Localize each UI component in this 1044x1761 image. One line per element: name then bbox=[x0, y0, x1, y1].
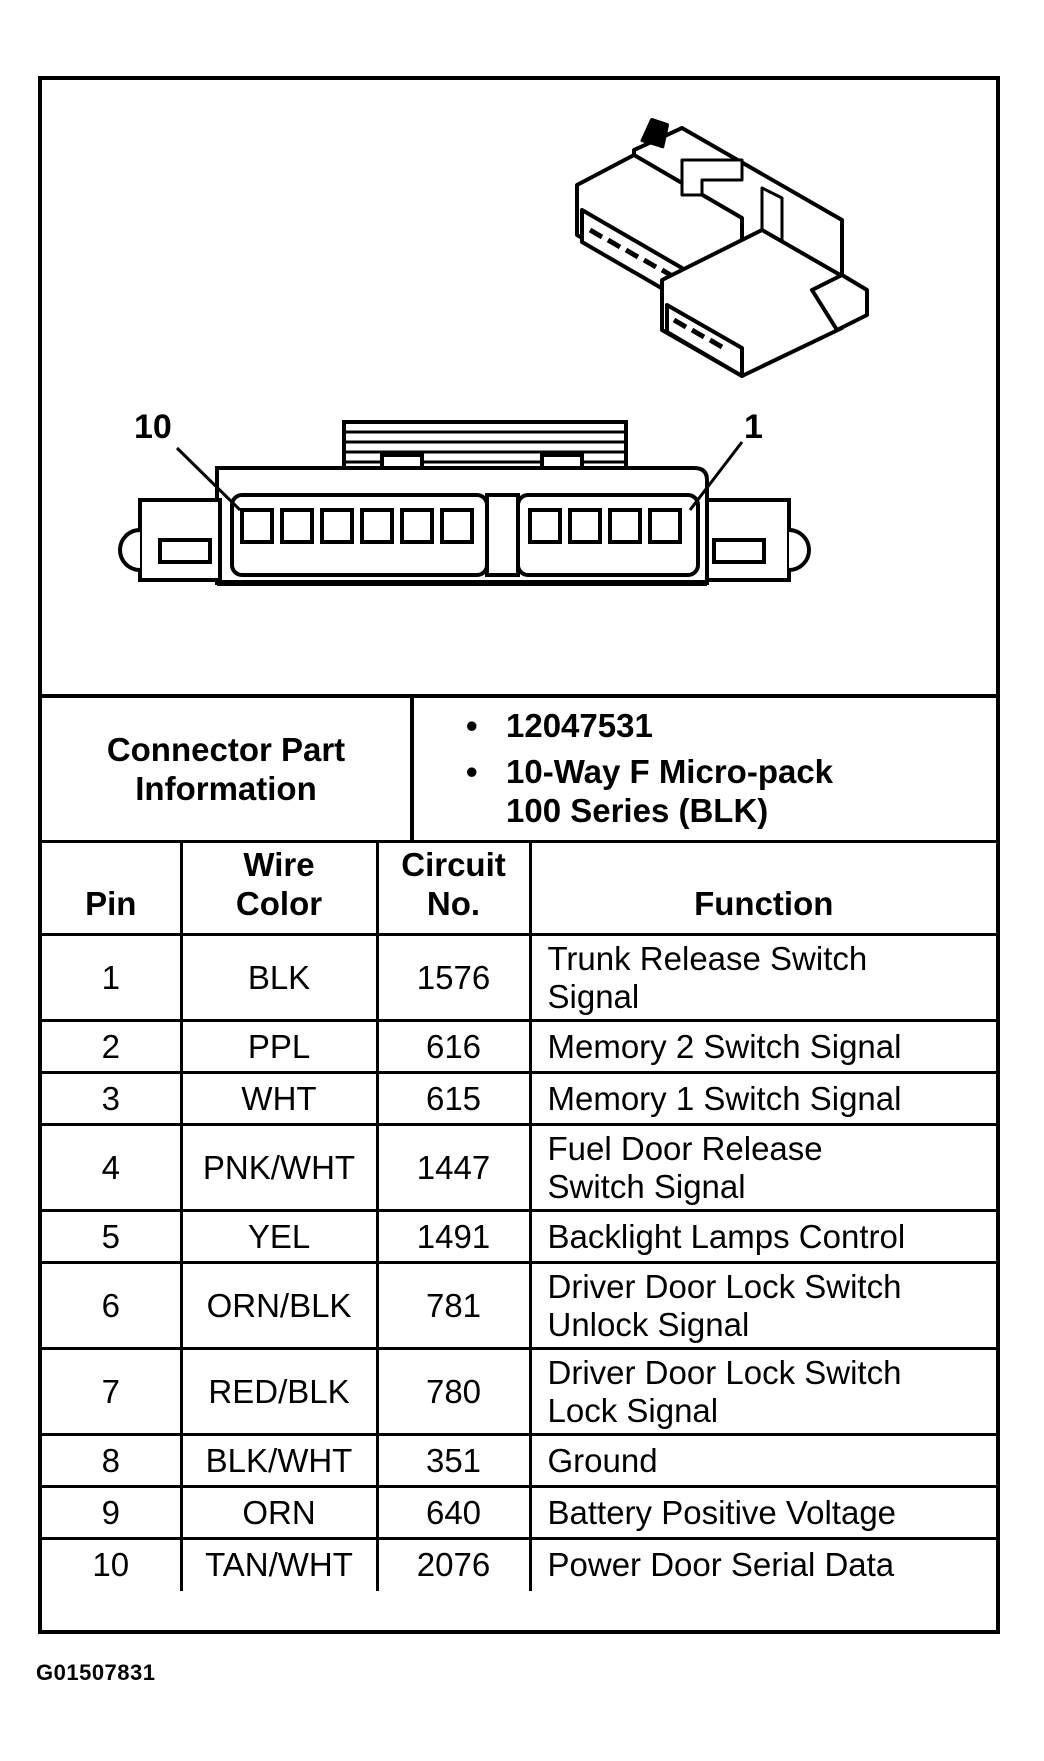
function-cell: Battery Positive Voltage bbox=[528, 1485, 996, 1540]
circuit-cell: 1576 bbox=[375, 933, 532, 1022]
function-cell: Fuel Door Release Switch Signal bbox=[528, 1123, 996, 1212]
circuit-cell: 615 bbox=[375, 1071, 532, 1126]
circuit-cell: 1491 bbox=[375, 1209, 532, 1264]
pin-cell: 6 bbox=[42, 1261, 183, 1350]
connector-info-label-text: Connector Part Information bbox=[106, 731, 346, 807]
wire-color-cell: TAN/WHT bbox=[179, 1537, 379, 1591]
pin-cavity-2 bbox=[608, 508, 642, 544]
wire-color-cell: ORN/BLK bbox=[179, 1261, 379, 1350]
wire-color-cell: PPL bbox=[179, 1019, 379, 1074]
bullet: • bbox=[466, 753, 478, 790]
wire-color-cell: BLK bbox=[179, 933, 379, 1022]
pin-cell: 1 bbox=[42, 933, 183, 1022]
bullet: • bbox=[466, 707, 478, 744]
wire-color-cell: RED/BLK bbox=[179, 1347, 379, 1436]
table-row: 5 YEL 1491 Backlight Lamps Control bbox=[42, 1209, 996, 1264]
wire-color-cell: YEL bbox=[179, 1209, 379, 1264]
table-row: 10 TAN/WHT 2076 Power Door Serial Data bbox=[42, 1537, 996, 1591]
table-row: 1 BLK 1576 Trunk Release Switch Signal bbox=[42, 933, 996, 1022]
header-circuit-no: Circuit No. bbox=[375, 840, 532, 936]
wire-color-cell: BLK/WHT bbox=[179, 1433, 379, 1488]
pin-callouts bbox=[175, 441, 744, 512]
connector-sheet: 10 1 Connector Part Information • 120475… bbox=[38, 76, 1000, 1634]
function-cell: Backlight Lamps Control bbox=[528, 1209, 996, 1264]
pin-cell: 4 bbox=[42, 1123, 183, 1212]
function-cell: Memory 2 Switch Signal bbox=[528, 1019, 996, 1074]
circuit-cell: 640 bbox=[375, 1485, 532, 1540]
pin-cell: 2 bbox=[42, 1019, 183, 1074]
function-cell: Driver Door Lock Switch Unlock Signal bbox=[528, 1261, 996, 1350]
header-pin: Pin bbox=[42, 840, 183, 936]
connector-type: 10-Way F Micro-pack 100 Series (BLK) bbox=[506, 753, 834, 829]
circuit-cell: 2076 bbox=[375, 1537, 532, 1591]
pin-cavity-1 bbox=[648, 508, 682, 544]
table-row: 3 WHT 615 Memory 1 Switch Signal bbox=[42, 1071, 996, 1126]
pin-cavity-9 bbox=[280, 508, 314, 544]
pin-cavities bbox=[240, 508, 682, 544]
pin-cavity-6 bbox=[400, 508, 434, 544]
circuit-cell: 616 bbox=[375, 1019, 532, 1074]
pin-table: Pin Wire Color Circuit No. Function 1 BL… bbox=[42, 840, 996, 1591]
pin-rows: 1 BLK 1576 Trunk Release Switch Signal 2… bbox=[42, 933, 996, 1591]
function-cell: Trunk Release Switch Signal bbox=[528, 933, 996, 1022]
pin-cavity-7 bbox=[360, 508, 394, 544]
pin-1-callout: 1 bbox=[744, 408, 763, 446]
table-row: 9 ORN 640 Battery Positive Voltage bbox=[42, 1485, 996, 1540]
table-row: 8 BLK/WHT 351 Ground bbox=[42, 1433, 996, 1488]
circuit-cell: 780 bbox=[375, 1347, 532, 1436]
circuit-cell: 781 bbox=[375, 1261, 532, 1350]
wire-color-cell: WHT bbox=[179, 1071, 379, 1126]
pin-cavity-10 bbox=[240, 508, 274, 544]
connector-part-information: Connector Part Information • 12047531 • … bbox=[42, 694, 996, 840]
header-wire-color: Wire Color bbox=[179, 840, 379, 936]
connector-info-values: • 12047531 • 10-Way F Micro-pack 100 Ser… bbox=[414, 698, 996, 840]
pin-cell: 10 bbox=[42, 1537, 183, 1591]
header-function: Function bbox=[528, 840, 996, 936]
pin-cavity-8 bbox=[320, 508, 354, 544]
connector-drawing: 10 1 bbox=[42, 80, 996, 694]
pin-cell: 9 bbox=[42, 1485, 183, 1540]
pin-cell: 5 bbox=[42, 1209, 183, 1264]
function-cell: Power Door Serial Data bbox=[528, 1537, 996, 1591]
connector-info-label: Connector Part Information bbox=[42, 698, 414, 840]
pin-cell: 7 bbox=[42, 1347, 183, 1436]
table-row: 2 PPL 616 Memory 2 Switch Signal bbox=[42, 1019, 996, 1074]
table-row: 4 PNK/WHT 1447 Fuel Door Release Switch … bbox=[42, 1123, 996, 1212]
pin-cavity-5 bbox=[440, 508, 474, 544]
table-row: 6 ORN/BLK 781 Driver Door Lock Switch Un… bbox=[42, 1261, 996, 1350]
pin-cell: 8 bbox=[42, 1433, 183, 1488]
connector-face-view bbox=[118, 420, 811, 586]
function-cell: Memory 1 Switch Signal bbox=[528, 1071, 996, 1126]
figure-id: G01507831 bbox=[36, 1660, 156, 1685]
function-cell: Driver Door Lock Switch Lock Signal bbox=[528, 1347, 996, 1436]
pin-cavity-4 bbox=[528, 508, 562, 544]
connector-illustration: 10 1 bbox=[118, 118, 869, 586]
circuit-cell: 351 bbox=[375, 1433, 532, 1488]
pin-10-callout: 10 bbox=[134, 408, 172, 446]
function-cell: Ground bbox=[528, 1433, 996, 1488]
pin-cavity-3 bbox=[568, 508, 602, 544]
table-row: 7 RED/BLK 780 Driver Door Lock Switch Lo… bbox=[42, 1347, 996, 1436]
wire-color-cell: PNK/WHT bbox=[179, 1123, 379, 1212]
part-number: 12047531 bbox=[506, 707, 653, 744]
pin-cell: 3 bbox=[42, 1071, 183, 1126]
wire-color-cell: ORN bbox=[179, 1485, 379, 1540]
circuit-cell: 1447 bbox=[375, 1123, 532, 1212]
connector-isometric-view bbox=[575, 118, 869, 378]
table-header-row: Pin Wire Color Circuit No. Function bbox=[42, 840, 996, 936]
